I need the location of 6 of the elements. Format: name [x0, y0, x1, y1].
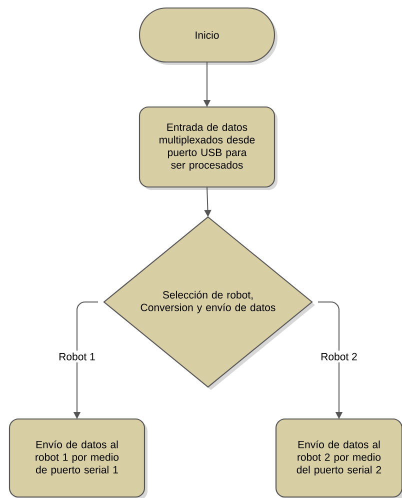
edge-label: Robot 2	[318, 350, 360, 362]
edge-label: Robot 1	[56, 350, 98, 362]
process-box: Envío de datos al robot 2 por medio del puerto serial 2	[275, 418, 402, 498]
process-box: Envío de datos al robot 1 por medio de puerto serial 1	[8, 418, 148, 498]
process-box: Entrada de datos multiplexados desde puerto USB para ser procesados	[138, 106, 278, 190]
start-terminal: Inicio	[138, 7, 278, 65]
